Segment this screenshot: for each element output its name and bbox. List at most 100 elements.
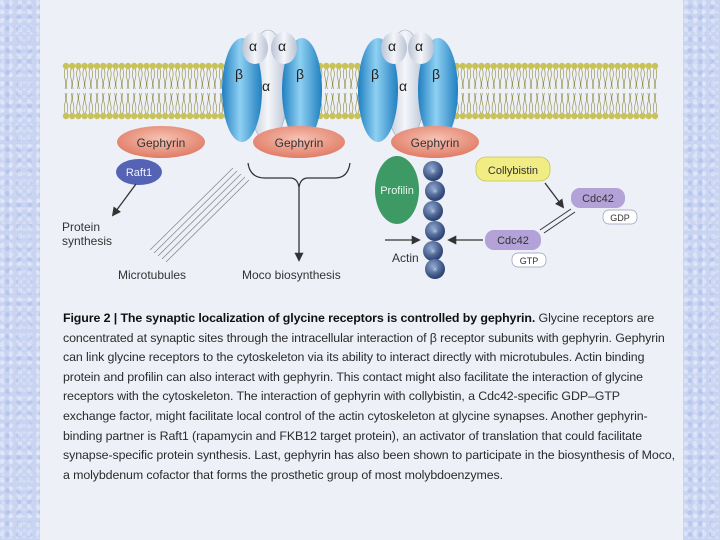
lipid-tail (473, 68, 478, 90)
lipid-head (180, 112, 187, 120)
lipid-head (509, 62, 516, 70)
lipid-tail (578, 92, 583, 114)
lipid-tail (566, 68, 571, 90)
lipid-tail (460, 68, 465, 90)
lipid-tail (553, 68, 558, 90)
lipid-tail (82, 68, 87, 90)
lipid-head (93, 112, 101, 120)
lipid-tail (553, 92, 558, 114)
lipid-head (472, 112, 479, 120)
lipid-tail (516, 92, 521, 114)
lipid-tail (181, 68, 186, 90)
lipid-tail (609, 68, 614, 90)
lipid-tail (181, 92, 186, 114)
lipid-head (596, 62, 603, 70)
lipid-tail (101, 68, 106, 90)
lipid-tail (528, 68, 534, 90)
lipid-tail (206, 68, 211, 90)
lipid-tail (640, 68, 645, 90)
protein-synthesis-label: Protein (62, 220, 100, 234)
lipid-head (534, 62, 541, 70)
figure-panel: α α β β α α α β β α Gephyrin Gephyrin Ge… (40, 0, 683, 540)
lipid-tail (76, 92, 81, 114)
lipid-head (571, 62, 578, 70)
lipid-tail (355, 92, 360, 114)
lipid-head (217, 112, 225, 120)
lipid-head (478, 62, 485, 70)
lipid-head (552, 62, 559, 70)
lipid-head (329, 112, 336, 120)
lipid-head (174, 112, 181, 120)
figure-caption: Figure 2 | The synaptic localization of … (63, 309, 675, 485)
lipid-tail (336, 68, 341, 90)
lipid-tail (150, 92, 155, 114)
lipid-head (75, 62, 82, 70)
lipid-head (534, 112, 541, 120)
lipid-head (211, 112, 218, 120)
actin-label: Actin (392, 251, 419, 265)
lipid-tail (652, 68, 658, 90)
lipid-head (589, 112, 597, 120)
alpha-subunit (408, 32, 434, 64)
gephyrin-right (391, 126, 479, 158)
lipid-head (81, 112, 88, 120)
actin-monomer (425, 181, 445, 201)
gtp-label: GTP (520, 256, 539, 266)
actin-monomer-mark: ✳ (430, 247, 437, 256)
lipid-head (608, 112, 615, 120)
lipid-head (614, 112, 621, 120)
lipid-head (496, 112, 504, 120)
lipid-tail (485, 92, 490, 114)
lipid-tail (621, 92, 627, 114)
lipid-head (143, 112, 150, 120)
moco-brace (247, 162, 351, 189)
lipid-head (335, 62, 342, 70)
lipid-head (149, 62, 156, 70)
lipid-head (465, 112, 473, 120)
lipid-tail (466, 68, 472, 90)
lipid-head (106, 62, 113, 70)
moco-biosynthesis-label: Moco biosynthesis (242, 268, 341, 282)
actin-monomer-mark: ✳ (430, 207, 437, 216)
lipid-tail (132, 92, 137, 114)
lipid-tail (615, 68, 620, 90)
lipid-tail (528, 92, 534, 114)
lipid-head (69, 112, 76, 120)
lipid-head (137, 62, 144, 70)
lipid-head (465, 62, 473, 70)
alpha-label: α (399, 78, 407, 94)
lipid-head (193, 112, 200, 120)
collybistin-arrow (544, 182, 565, 209)
lipid-tail (615, 92, 620, 114)
beta-subunit (222, 38, 262, 142)
lipid-tail (355, 68, 360, 90)
lipid-head (124, 62, 132, 70)
protein-synthesis-label: synthesis (62, 234, 112, 248)
lipid-head (341, 62, 349, 70)
lipid-tail (218, 92, 224, 114)
lipid-head (627, 62, 634, 70)
lipid-head (199, 112, 206, 120)
lipid-tail (590, 92, 596, 114)
lipid-tail (535, 92, 540, 114)
lipid-tail (119, 68, 124, 90)
gephyrin-center (253, 126, 345, 158)
beta-subunit (282, 38, 322, 142)
lipid-tail (82, 92, 87, 114)
beta-label: β (296, 66, 304, 82)
profilin (375, 156, 419, 224)
lipid-head (633, 112, 640, 120)
lipid-tail (150, 68, 155, 90)
lipid-head (131, 112, 138, 120)
lipid-head (168, 112, 175, 120)
lipid-tail (88, 92, 93, 114)
lipid-head (106, 112, 113, 120)
lipid-tail (497, 68, 503, 90)
lipid-tail (535, 68, 540, 90)
lipid-head (639, 62, 646, 70)
gephyrin-label: Gephyrin (137, 136, 186, 150)
lipid-tail (218, 68, 224, 90)
lipid-tail (206, 92, 211, 114)
lipid-tail (101, 92, 106, 114)
actin-monomer-mark: ✳ (430, 167, 437, 176)
